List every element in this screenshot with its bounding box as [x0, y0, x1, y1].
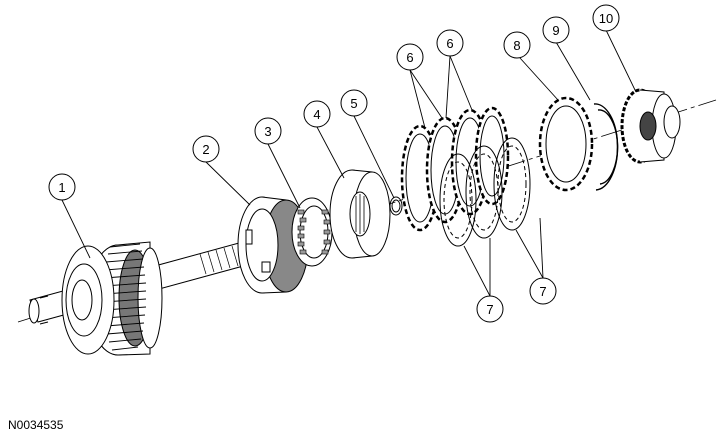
leader-lines [61, 29, 637, 297]
callout-7b: 7 [529, 277, 557, 305]
callout-label: 6 [406, 50, 413, 65]
part-10-gear [620, 88, 681, 164]
callout-label: 10 [599, 11, 613, 26]
callout-label: 7 [539, 284, 546, 299]
callout-label: 3 [264, 124, 271, 139]
callout-label: 9 [552, 23, 559, 38]
part-7-steel-plates [439, 137, 531, 247]
callout-label: 8 [513, 38, 520, 53]
callout-10: 10 [592, 4, 620, 32]
callout-4: 4 [303, 100, 331, 128]
callout-6b: 6 [436, 29, 464, 57]
figure-id: N0034535 [8, 418, 64, 432]
callout-2: 2 [192, 135, 220, 163]
callout-label: 1 [58, 180, 65, 195]
part-9-snap-ring [593, 103, 619, 191]
callout-label: 4 [313, 107, 320, 122]
part-3-bearing [291, 197, 333, 267]
part-8-pressure-plate [538, 96, 594, 192]
callout-1: 1 [48, 173, 76, 201]
callout-5: 5 [340, 89, 368, 117]
callout-label: 5 [350, 96, 357, 111]
callout-label: 7 [486, 302, 493, 317]
callout-3: 3 [254, 117, 282, 145]
callout-label: 6 [446, 36, 453, 51]
callout-7a: 7 [476, 295, 504, 323]
part-5-seal [389, 196, 403, 216]
callout-8: 8 [503, 31, 531, 59]
part-6-friction-plates [400, 106, 510, 232]
part-4-piston [329, 169, 391, 259]
callout-label: 2 [202, 142, 209, 157]
callout-6a: 6 [396, 43, 424, 71]
callout-9: 9 [542, 16, 570, 44]
part-1-shaft-gear [28, 239, 259, 356]
